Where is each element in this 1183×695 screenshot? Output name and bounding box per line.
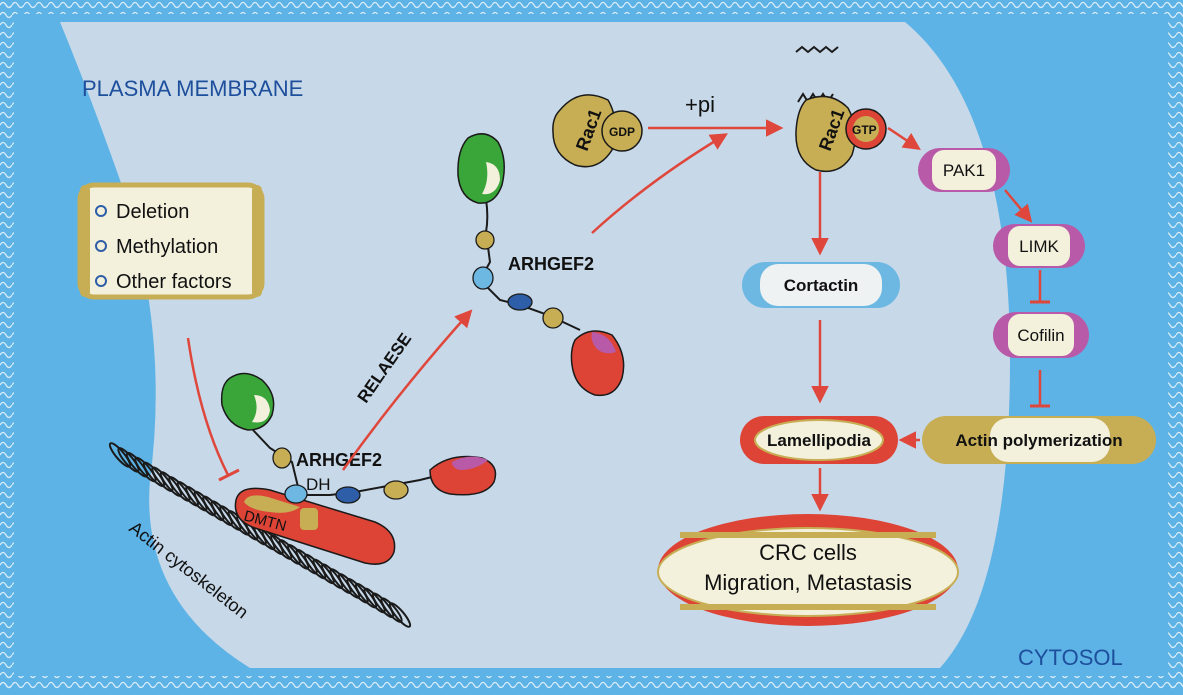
- crc-outcome-node: [657, 514, 959, 626]
- bullet-icon: [95, 205, 107, 217]
- lamellipodia-node: [740, 416, 898, 464]
- pak1-node: [918, 148, 1010, 192]
- membrane-bilayer-right: [1168, 0, 1183, 690]
- gdp-label: GDP: [609, 125, 635, 139]
- actin-helix-coils: [108, 442, 412, 628]
- release-arrow: [341, 309, 473, 471]
- arhgef2-free-protein: [457, 133, 625, 397]
- crc-line1-label: CRC cells: [759, 540, 857, 565]
- arhgef2-free-label: ARHGEF2: [508, 254, 594, 274]
- membrane-bilayer-top: [0, 0, 1183, 14]
- cofilin-node: [993, 312, 1089, 358]
- rac1-gdp-protein: [552, 94, 643, 168]
- gtp-label: GTP: [852, 123, 877, 137]
- factor-item: Deletion: [116, 201, 189, 223]
- factor-box: Deletion Methylation Other factors: [77, 182, 265, 300]
- inhibition-line-factors: [186, 337, 230, 476]
- bullet-icon: [95, 275, 107, 287]
- rac1-gtp-protein: [795, 45, 887, 173]
- limk-node: [993, 224, 1085, 268]
- cofilin-label: Cofilin: [1017, 326, 1064, 345]
- cytosol-label: CYTOSOL: [1018, 645, 1123, 670]
- activation-arrow: [591, 133, 729, 234]
- factor-item: Other factors: [116, 271, 232, 293]
- crc-line2-label: Migration, Metastasis: [704, 570, 912, 595]
- factor-item: Methylation: [116, 236, 218, 258]
- membrane-bilayer-bottom: [0, 676, 1183, 690]
- plus-pi-label: +pi: [685, 92, 715, 117]
- dmtn-protein: [234, 487, 396, 565]
- pak1-label: PAK1: [943, 161, 985, 180]
- plasma-membrane-label: PLASMA MEMBRANE: [82, 76, 303, 101]
- bullet-icon: [95, 240, 107, 252]
- actin-coil: [388, 602, 412, 628]
- arrow-pak1-limk: [1004, 189, 1033, 223]
- cortactin-label: Cortactin: [784, 276, 859, 295]
- limk-label: LIMK: [1019, 237, 1059, 256]
- arrow-rac1-pak1: [887, 126, 921, 150]
- lamellipodia-label: Lamellipodia: [767, 431, 871, 450]
- dh-label: DH: [306, 475, 331, 494]
- membrane-bilayer-left: [0, 0, 14, 690]
- actin-polymerization-label: Actin polymerization: [955, 431, 1122, 450]
- arhgef2-bound-label: ARHGEF2: [296, 450, 382, 470]
- arhgef2-bound-protein: [220, 372, 497, 504]
- cortactin-node: [742, 262, 900, 308]
- actin-polymerization-node: [922, 416, 1156, 464]
